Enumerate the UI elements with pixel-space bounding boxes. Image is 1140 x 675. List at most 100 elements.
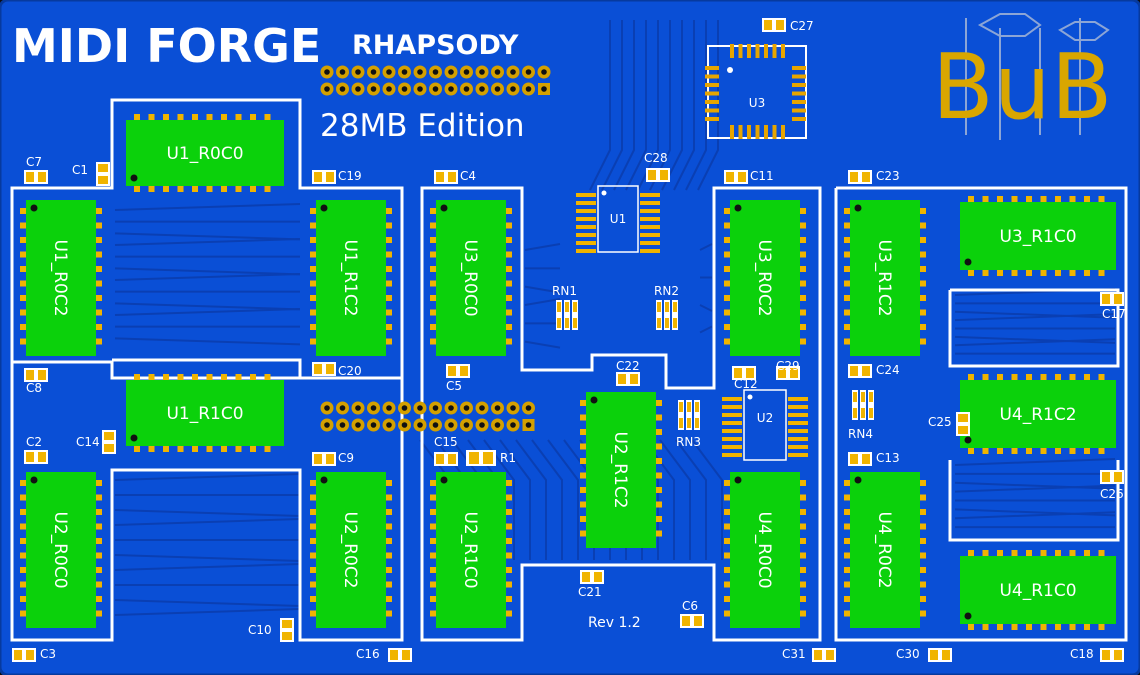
resistor-network-rn2: RN2 [654, 284, 679, 330]
silkscreen-outlines [10, 98, 1128, 642]
resistor-network-rn1: RN1 [552, 284, 578, 330]
label-c12: C12 [734, 377, 758, 391]
capacitor-c1: C1 [72, 162, 110, 186]
resistor-network-rn4: RN4 [848, 390, 874, 441]
memory-chip-u2-r0c2: U2_R0C2 [310, 472, 392, 628]
label-c16: C16 [356, 647, 380, 661]
memory-chip-u2-r0c0: U2_R0C0 [20, 472, 102, 628]
memory-chip-u4-r1c2: U4_R1C2 [960, 374, 1116, 454]
memory-chip-u1-r1c0: U1_R1C0 [126, 374, 284, 452]
label-c24: C24 [876, 363, 900, 377]
capacitor-c8: C8 [24, 368, 48, 395]
memory-chip-u3-r1c2: U3_R1C2 [844, 200, 926, 356]
label-c17: C17 [1102, 307, 1126, 321]
memory-chip-u2-r1c2: U2_R1C2 [580, 392, 662, 548]
capacitor-c26: C26 [1100, 470, 1124, 501]
label-c18: C18 [1070, 647, 1094, 661]
memory-chip-u3-r0c2: U3_R0C2 [724, 200, 806, 356]
capacitor-c30: C30 [896, 647, 952, 662]
capacitor-c28: C28 [644, 151, 670, 182]
label-u1_r0c2: U1_R0C2 [50, 239, 70, 316]
board-subtitle: RHAPSODY [352, 30, 519, 61]
label-u3_r1c0: U3_R1C0 [999, 227, 1076, 247]
label-rn1: RN1 [552, 284, 577, 298]
capacitor-c31: C31 [782, 647, 836, 662]
memory-chip-u3-r1c0: U3_R1C0 [960, 196, 1116, 276]
label-u3_r0c0: U3_R0C0 [460, 239, 480, 316]
capacitor-c5: C5 [446, 364, 470, 393]
label-c27: C27 [790, 19, 814, 33]
label-u4_r0c2: U4_R0C2 [874, 511, 894, 588]
memory-chip-u4-r0c2: U4_R0C2 [844, 472, 926, 628]
capacitor-c22: C22 [616, 359, 640, 386]
logo-text: BuB [932, 35, 1113, 140]
label-u2_r1c0: U2_R1C0 [460, 511, 480, 588]
capacitor-c23: C23 [848, 169, 900, 184]
capacitor-c4: C4 [434, 169, 476, 184]
ic-u2: U2 [722, 389, 808, 461]
label-c14: C14 [76, 435, 100, 449]
label-c29: C29 [776, 359, 800, 373]
label-u3_r1c2: U3_R1C2 [874, 239, 894, 316]
capacitor-c9: C9 [312, 451, 354, 466]
label-c25: C25 [928, 415, 952, 429]
label-u4_r0c0: U4_R0C0 [754, 511, 774, 588]
label-r1: R1 [500, 451, 516, 465]
capacitor-c13: C13 [848, 451, 900, 466]
label-rn4: RN4 [848, 427, 873, 441]
label-u1_r0c0: U1_R0C0 [166, 144, 243, 164]
board-revision: Rev 1.2 [588, 615, 641, 631]
capacitor-c6: C6 [680, 599, 704, 628]
label-u4_r1c2: U4_R1C2 [999, 405, 1076, 425]
label-u2_r0c2: U2_R0C2 [340, 511, 360, 588]
ic-u1: U1 [576, 185, 660, 253]
label-c5: C5 [446, 379, 462, 393]
capacitor-c27: C27 [762, 18, 814, 33]
capacitor-c7: C7 [24, 155, 48, 184]
ic-u3: U3 [705, 44, 807, 139]
capacitor-c18: C18 [1070, 647, 1124, 662]
label-u3_r0c2: U3_R0C2 [754, 239, 774, 316]
label-c6: C6 [682, 599, 698, 613]
label-rn2: RN2 [654, 284, 679, 298]
resistor-r1: R1 [466, 450, 516, 466]
label-c23: C23 [876, 169, 900, 183]
label-c19: C19 [338, 169, 362, 183]
label-u1: U1 [610, 212, 626, 226]
label-u3: U3 [749, 96, 765, 110]
label-u2_r1c2: U2_R1C2 [610, 431, 630, 508]
memory-chip-u4-r0c0: U4_R0C0 [724, 472, 806, 628]
capacitor-c12: C12 [732, 366, 758, 391]
capacitor-c16: C16 [356, 647, 412, 662]
capacitor-c17: C17 [1100, 292, 1126, 321]
label-c30: C30 [896, 647, 920, 661]
capacitor-c21: C21 [578, 570, 604, 599]
label-u1_r1c2: U1_R1C2 [340, 239, 360, 316]
memory-chip-u1-r0c0: U1_R0C0 [126, 114, 284, 192]
label-c31: C31 [782, 647, 806, 661]
label-c3: C3 [40, 647, 56, 661]
board-edition: 28MB Edition [320, 108, 525, 144]
resistor-network-rn3: RN3 [676, 400, 701, 449]
label-c2: C2 [26, 435, 42, 449]
capacitor-c15: C15 [434, 435, 458, 466]
capacitor-c2: C2 [24, 435, 48, 464]
label-c20: C20 [338, 364, 362, 378]
board-title: MIDI FORGE [12, 19, 321, 73]
capacitor-c14: C14 [76, 430, 116, 454]
capacitor-c19: C19 [312, 169, 362, 184]
capacitor-c24: C24 [848, 363, 900, 378]
label-c9: C9 [338, 451, 354, 465]
label-u2: U2 [757, 411, 773, 425]
memory-chip-u1-r1c2: U1_R1C2 [310, 200, 392, 356]
memory-chip-u2-r1c0: U2_R1C0 [430, 472, 512, 628]
label-c15: C15 [434, 435, 458, 449]
label-c11: C11 [750, 169, 774, 183]
label-u2_r0c0: U2_R0C0 [50, 511, 70, 588]
label-c1: C1 [72, 163, 88, 177]
capacitor-c10: C10 [248, 618, 294, 642]
memory-chip-u4-r1c0: U4_R1C0 [960, 550, 1116, 630]
label-c28: C28 [644, 151, 668, 165]
capacitor-c11: C11 [724, 169, 774, 184]
